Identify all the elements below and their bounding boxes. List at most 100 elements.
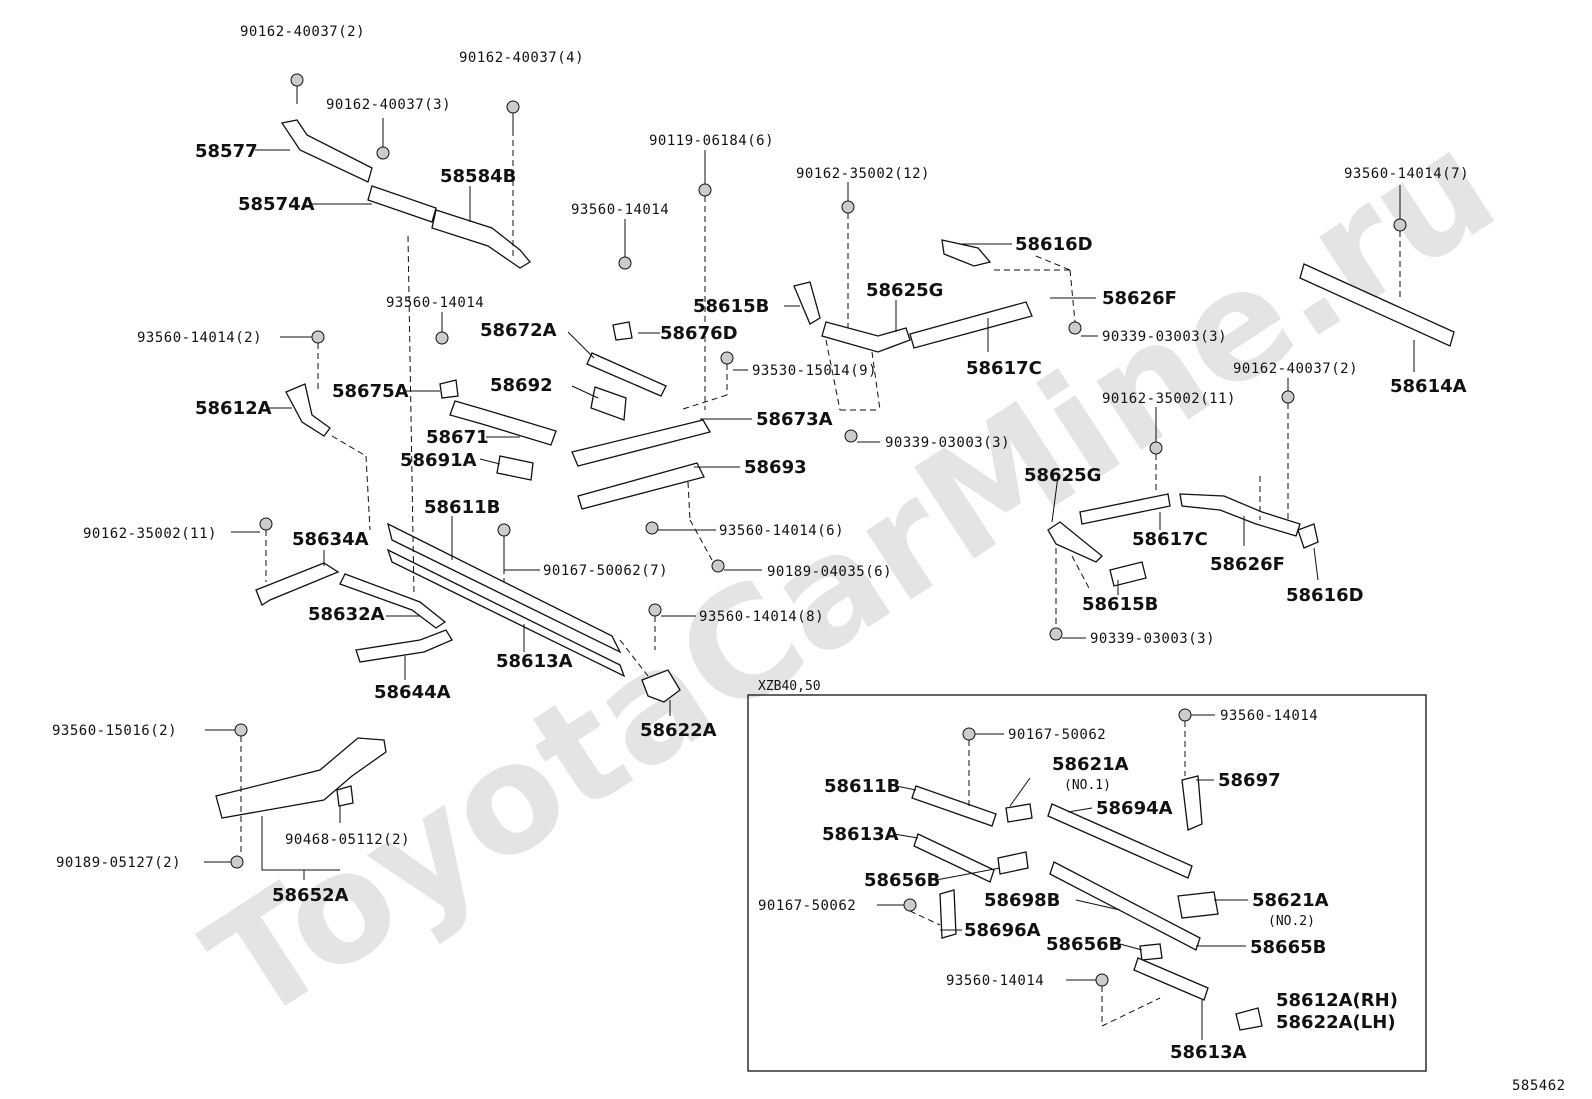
bolt-93560-14014-b [435, 331, 449, 345]
part-58671 [449, 400, 557, 446]
bolt-90167-50062 [497, 523, 511, 537]
part-58616D [941, 239, 992, 267]
part-58614A [1299, 263, 1455, 347]
part-58692 [590, 386, 627, 421]
bolt-93560-14014-7 [1393, 218, 1407, 232]
label-58675A: 58675A [332, 381, 409, 402]
label-58611B: 58611B [424, 497, 500, 518]
part-58644A [355, 629, 453, 663]
inset-part-58656B-b [1139, 943, 1163, 961]
bolt-90119-06184 [698, 183, 712, 197]
inset-bolt-93560-14014 [1178, 708, 1192, 722]
bolt-90189-04035 [711, 559, 725, 573]
part-58615B-b [1109, 561, 1147, 587]
bolt-90162-35002-12 [841, 200, 855, 214]
label-58691A: 58691A [400, 450, 477, 471]
label-93560-14014-6: 93560-14014(6) [719, 523, 844, 539]
part-58617C [909, 301, 1033, 349]
bolt-93560-14014-2 [311, 330, 325, 344]
label-58615B-b: 58615B [1082, 594, 1158, 615]
bolt-93560-14014-6 [645, 521, 659, 535]
inset-label-90167-50062: 90167-50062 [1008, 727, 1106, 743]
bolt-90162-35002-11 [1149, 441, 1163, 455]
label-93560-14014-2: 93560-14014(2) [137, 330, 262, 346]
label-90468-05112-2: 90468-05112(2) [285, 832, 410, 848]
label-58577: 58577 [195, 141, 258, 162]
inset-label-58694A: 58694A [1096, 798, 1173, 819]
inset-label-93560-14014: 93560-14014 [1220, 708, 1318, 724]
part-58625G [821, 321, 911, 353]
label-90167-50062-7: 90167-50062(7) [543, 563, 668, 579]
label-90162-35002-11: 90162-35002(11) [1102, 391, 1236, 407]
label-93560-14014-b: 93560-14014 [386, 295, 484, 311]
label-58652A: 58652A [272, 885, 349, 906]
label-58616D: 58616D [1015, 234, 1093, 255]
label-93560-14014-7: 93560-14014(7) [1344, 166, 1469, 182]
part-58612A [285, 383, 331, 437]
bolt-90162-40037-4 [506, 100, 520, 114]
label-90119-06184-6: 90119-06184(6) [649, 133, 774, 149]
inset-frame [747, 694, 1427, 1072]
inset-part-58621A-no2 [1177, 891, 1219, 919]
inset-label-58621A: 58621A [1052, 754, 1129, 775]
label-58612A: 58612A [195, 398, 272, 419]
part-58625G-b [1047, 521, 1103, 563]
inset-label-58612A-rh: 58612A(RH) [1276, 990, 1398, 1011]
inset-label-no2: (NO.2) [1268, 914, 1315, 929]
bolt-90162-40037-2 [290, 73, 304, 87]
part-58615B [793, 281, 821, 325]
label-58574A: 58574A [238, 194, 315, 215]
label-58644A: 58644A [374, 682, 451, 703]
label-58584B: 58584B [440, 166, 516, 187]
label-58616D-b: 58616D [1286, 585, 1364, 606]
inset-label-93560-14014-b: 93560-14014 [946, 973, 1044, 989]
inset-bolt-93560-14014-b [1095, 973, 1109, 987]
bolt-90339-03003-a [1068, 321, 1082, 335]
label-58613A: 58613A [496, 651, 573, 672]
inset-label-58613A: 58613A [822, 824, 899, 845]
label-58626F: 58626F [1102, 288, 1177, 309]
inset-title: XZB40,50 [758, 679, 821, 694]
label-58692: 58692 [490, 375, 553, 396]
inset-label-58665B: 58665B [1250, 937, 1326, 958]
part-90468-05112 [336, 785, 354, 807]
inset-label-58621A-b: 58621A [1252, 890, 1329, 911]
label-90339-03003-3-c: 90339-03003(3) [1090, 631, 1215, 647]
part-58584B [431, 209, 531, 269]
part-58676D [612, 321, 633, 341]
inset-label-58611B: 58611B [824, 776, 900, 797]
label-58625G-b: 58625G [1024, 465, 1101, 486]
part-shapes [215, 119, 1455, 1031]
dashed-assembly-lines [240, 130, 1401, 1027]
inset-label-no1: (NO.1) [1064, 778, 1111, 793]
inset-part-58696A [939, 889, 957, 939]
label-58672A: 58672A [480, 320, 557, 341]
inset-part-58697 [1181, 775, 1203, 831]
label-58625G: 58625G [866, 280, 943, 301]
label-58626F-b: 58626F [1210, 554, 1285, 575]
label-90189-05127-2: 90189-05127(2) [56, 855, 181, 871]
label-90162-35002-11-b: 90162-35002(11) [83, 526, 217, 542]
inset-part-58613A-b [1133, 957, 1209, 1001]
label-90189-04035-6: 90189-04035(6) [767, 564, 892, 580]
label-90162-40037-3: 90162-40037(3) [326, 97, 451, 113]
part-58613A [386, 548, 626, 678]
inset-label-58613A-b: 58613A [1170, 1042, 1247, 1063]
inset-label-90167-50062-b: 90167-50062 [758, 898, 856, 914]
part-58675A [439, 379, 459, 399]
inset-bolt-90167-50062-b [903, 898, 917, 912]
inset-part-58612A [1235, 1007, 1263, 1031]
part-58634A [255, 562, 340, 606]
inset-label-58622A-lh: 58622A(LH) [1276, 1012, 1396, 1033]
label-58617C: 58617C [966, 358, 1042, 379]
label-90162-35002-12: 90162-35002(12) [796, 166, 930, 182]
label-58693: 58693 [744, 457, 807, 478]
label-58671: 58671 [426, 427, 489, 448]
label-90339-03003-3-b: 90339-03003(3) [885, 435, 1010, 451]
inset-part-58611B [911, 785, 997, 827]
label-93560-15016-2: 93560-15016(2) [52, 723, 177, 739]
label-58622A: 58622A [640, 720, 717, 741]
inset-part-58656B [997, 851, 1029, 875]
part-58672A [586, 352, 667, 397]
inset-label-58698B: 58698B [984, 890, 1060, 911]
